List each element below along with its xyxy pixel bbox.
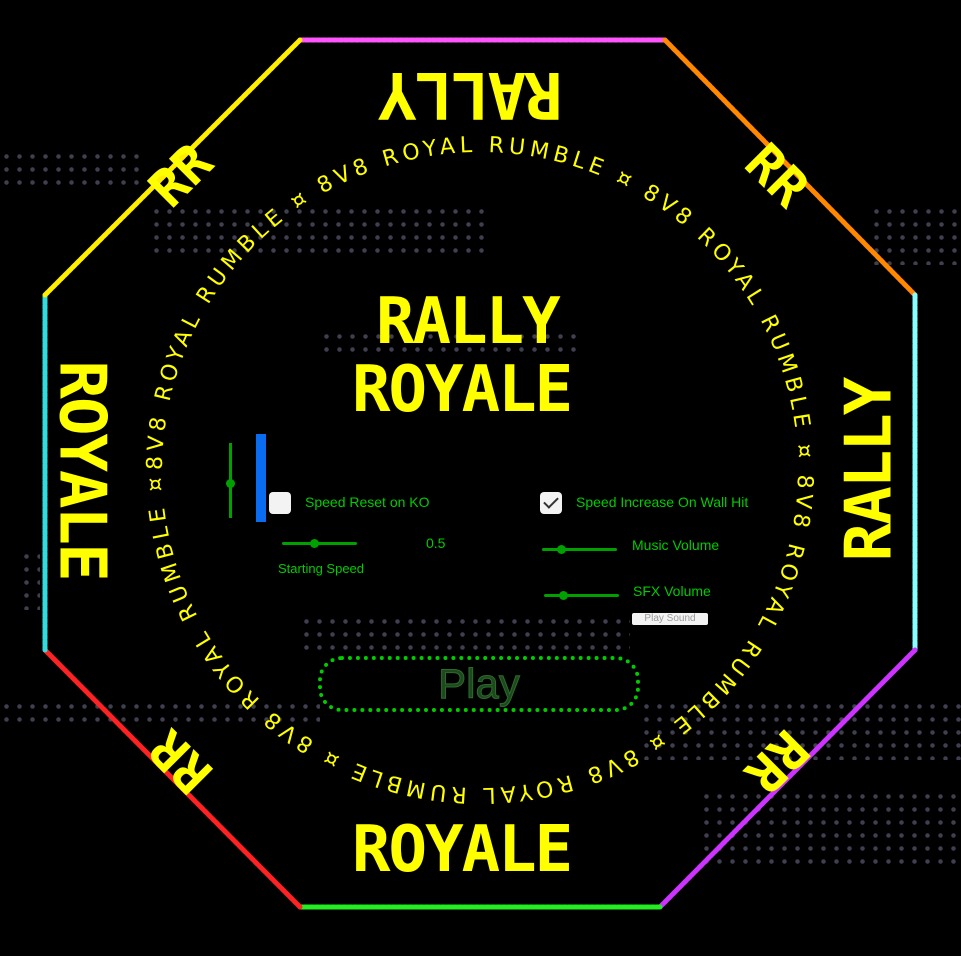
bg-pattern (150, 205, 490, 255)
bg-pattern (870, 205, 961, 265)
bg-pattern (0, 150, 140, 190)
speed-increase-label: Speed Increase On Wall Hit (576, 494, 749, 510)
arena-wall (42, 37, 303, 298)
side-title-bottom: ROYALE (352, 813, 573, 887)
music-volume-slider[interactable] (542, 545, 617, 554)
starting-speed-label: Starting Speed (278, 561, 365, 576)
starting-speed-value: 0.5 (426, 535, 446, 551)
side-title-right: RALLY (832, 378, 907, 562)
vertical-slider-thumb[interactable] (226, 479, 235, 488)
speed-reset-label: Speed Reset on KO (305, 494, 430, 510)
title-royale: ROYALE (352, 353, 573, 427)
blue-paddle (256, 434, 266, 522)
arena-wall (42, 647, 303, 910)
slider-thumb[interactable] (310, 539, 320, 548)
arena-wall (662, 37, 918, 298)
slider-thumb[interactable] (558, 591, 568, 600)
slider-thumb[interactable] (556, 545, 566, 554)
speed-reset-checkbox[interactable] (269, 492, 291, 514)
bg-pattern (0, 700, 320, 730)
title-rally: RALLY (376, 285, 561, 359)
arena-wall (657, 647, 918, 910)
play-button[interactable]: Play (318, 656, 640, 712)
side-title-left: ROYALE (44, 360, 119, 580)
sfx-volume-label: SFX Volume (633, 583, 711, 599)
side-title-top: RALLY (380, 57, 563, 131)
bg-pattern (640, 700, 961, 760)
sfx-volume-slider[interactable] (544, 591, 619, 600)
vertical-slider[interactable] (226, 443, 235, 518)
starting-speed-slider[interactable] (282, 539, 357, 548)
bg-pattern (300, 615, 630, 655)
bg-pattern (700, 790, 961, 870)
bg-pattern (320, 330, 580, 360)
play-label: Play (438, 660, 521, 708)
bg-pattern (20, 550, 40, 610)
music-volume-label: Music Volume (632, 537, 720, 553)
play-sound-button[interactable]: Play Sound (632, 613, 708, 625)
speed-increase-checkbox[interactable] (540, 492, 562, 514)
